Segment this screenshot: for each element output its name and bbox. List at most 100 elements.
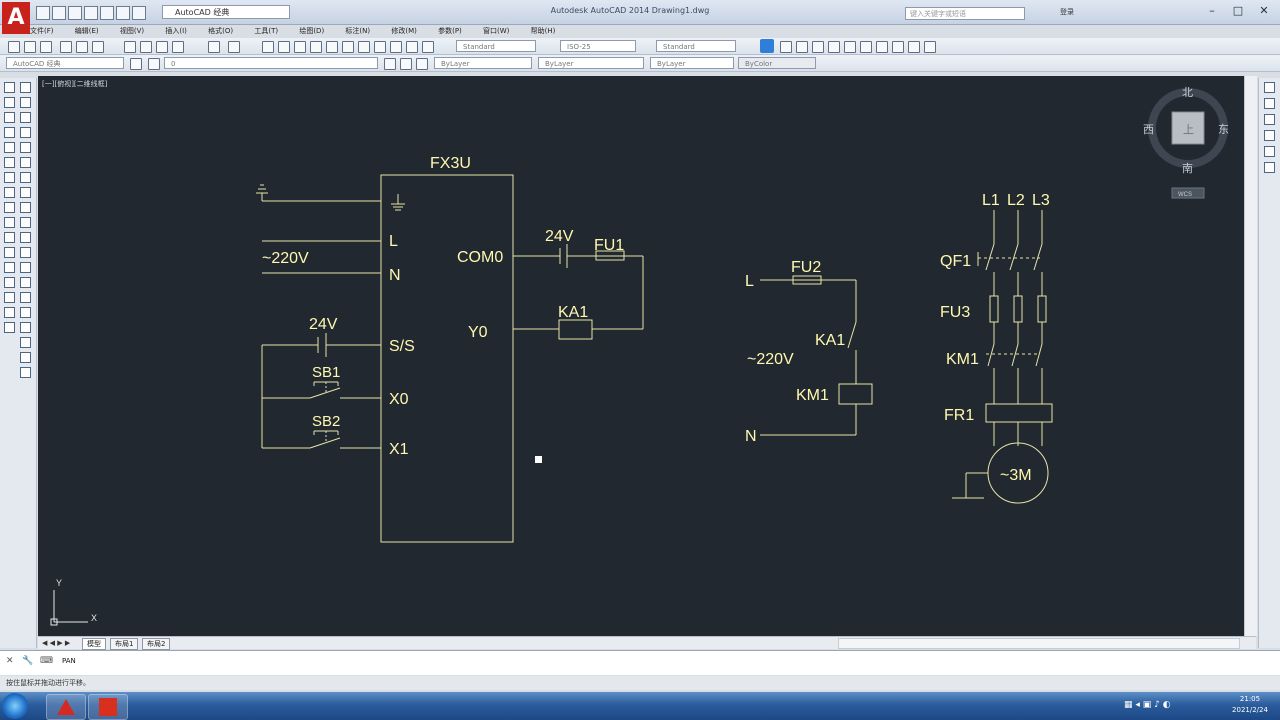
menu-edit[interactable]: 编辑(E) [74, 27, 99, 35]
plot-icon[interactable] [60, 41, 72, 53]
menu-modify[interactable]: 修改(M) [391, 27, 417, 35]
qopen-icon[interactable] [24, 41, 36, 53]
ka1-contact[interactable] [847, 321, 857, 349]
tab-model[interactable]: 模型 [82, 638, 106, 650]
km1-coil[interactable] [838, 383, 873, 405]
lineweight-combo[interactable]: ByLayer [650, 57, 734, 69]
viewport-label[interactable]: [一][俯视][二维线框] [42, 80, 108, 88]
ka1-coil[interactable] [558, 319, 593, 340]
blend-icon[interactable] [4, 307, 15, 318]
undo-icon[interactable] [116, 6, 130, 20]
workspace-combo[interactable]: AutoCAD 经典 [6, 57, 124, 69]
explode-icon[interactable] [4, 322, 15, 333]
redo-icon[interactable] [228, 41, 240, 53]
table-style-combo[interactable]: Standard [656, 40, 736, 52]
text-icon[interactable] [780, 41, 792, 53]
redo-icon[interactable] [132, 6, 146, 20]
construction-line-icon[interactable] [20, 97, 31, 108]
send-under-icon[interactable] [1264, 146, 1275, 157]
ellipse-arc-icon[interactable] [20, 232, 31, 243]
rotate-icon[interactable] [4, 172, 15, 183]
menu-insert[interactable]: 插入(I) [165, 27, 187, 35]
tray-icons[interactable]: ▦ ◂ ▣ ♪ ◐ [1124, 700, 1171, 710]
gear-icon[interactable] [924, 41, 936, 53]
publish-icon[interactable] [92, 41, 104, 53]
region-icon[interactable] [20, 322, 31, 333]
collect-leader-icon[interactable] [860, 41, 872, 53]
main-circuit[interactable] [952, 210, 1053, 504]
add-selected-icon[interactable] [20, 367, 31, 378]
move-icon[interactable] [4, 157, 15, 168]
erase-icon[interactable] [4, 82, 15, 93]
fillet-icon[interactable] [4, 292, 15, 303]
horizontal-scrollbar[interactable] [838, 638, 1240, 649]
spline-icon[interactable] [20, 202, 31, 213]
menu-dimension[interactable]: 标注(N) [345, 27, 371, 35]
vertical-scrollbar[interactable] [1244, 76, 1257, 636]
copy-icon[interactable] [140, 41, 152, 53]
start-button[interactable] [2, 693, 28, 719]
arc-icon[interactable] [20, 157, 31, 168]
layer-combo[interactable]: 0 [164, 57, 378, 69]
cut-icon[interactable] [124, 41, 136, 53]
qsave-icon[interactable] [40, 41, 52, 53]
gradient-icon[interactable] [20, 307, 31, 318]
viewcube-north[interactable]: 北 [1182, 86, 1193, 99]
tab-layout2[interactable]: 布局2 [142, 638, 171, 650]
align-leader-icon[interactable] [844, 41, 856, 53]
multileader-icon[interactable] [760, 39, 774, 53]
menu-window[interactable]: 窗口(W) [483, 27, 510, 35]
scale-icon[interactable] [4, 187, 15, 198]
make-current-icon[interactable] [384, 58, 396, 70]
zoom-previous-icon[interactable] [310, 41, 322, 53]
paste-icon[interactable] [156, 41, 168, 53]
menu-file[interactable]: 文件(F) [30, 27, 54, 35]
viewcube-east[interactable]: 东 [1218, 123, 1229, 136]
bring-front-icon[interactable] [1264, 98, 1275, 109]
sign-in-button[interactable]: 登录 [1060, 8, 1074, 16]
revcloud-icon[interactable] [20, 187, 31, 198]
drawing-canvas[interactable]: FX3U L N ~220V 24V S/S SB1 X0 SB2 X1 COM… [38, 76, 1244, 636]
table-icon[interactable] [20, 337, 31, 348]
maximize-button[interactable]: □ [1232, 4, 1244, 17]
pan-icon[interactable] [262, 41, 274, 53]
viewcube-west[interactable]: 西 [1143, 124, 1154, 136]
qnew-icon[interactable] [8, 41, 20, 53]
mtext-draw-icon[interactable] [20, 352, 31, 363]
menu-tools[interactable]: 工具(T) [254, 27, 279, 35]
chamfer-icon[interactable] [4, 277, 15, 288]
bring-above-icon[interactable] [1264, 130, 1275, 141]
viewcube-south[interactable]: 南 [1182, 162, 1193, 175]
leader-icon[interactable] [812, 41, 824, 53]
workspace-dropdown[interactable]: AutoCAD 经典 [162, 5, 290, 19]
help-icon[interactable] [422, 41, 434, 53]
menu-parametric[interactable]: 参数(P) [438, 27, 462, 35]
command-input[interactable]: PAN [62, 657, 76, 665]
properties-icon[interactable] [326, 41, 338, 53]
layer-state-icon[interactable] [416, 58, 428, 70]
preview-icon[interactable] [76, 41, 88, 53]
new-icon[interactable] [36, 6, 50, 20]
customize-command-icon[interactable]: 🔧 [22, 656, 34, 666]
layer-manager-icon[interactable] [148, 58, 160, 70]
text-style-combo[interactable]: Standard [456, 40, 536, 52]
settings-icon[interactable] [908, 41, 920, 53]
matchprop-icon[interactable] [172, 41, 184, 53]
linetype-combo[interactable]: ByLayer [538, 57, 644, 69]
undo-icon[interactable] [208, 41, 220, 53]
hatch-icon[interactable] [20, 292, 31, 303]
break-icon[interactable] [4, 247, 15, 258]
trim-icon[interactable] [4, 217, 15, 228]
viewcube[interactable] [1148, 88, 1228, 199]
save-as-icon[interactable] [84, 6, 98, 20]
sb2-contact[interactable] [309, 437, 341, 449]
zoom-realtime-icon[interactable] [278, 41, 290, 53]
quickcalc-icon[interactable] [406, 41, 418, 53]
workspace-settings-icon[interactable] [130, 58, 142, 70]
leader-style-icon[interactable] [876, 41, 888, 53]
plc-box[interactable] [380, 174, 514, 543]
menu-view[interactable]: 视图(V) [119, 27, 145, 35]
viewcube-face[interactable]: 上 [1183, 123, 1194, 136]
point-icon[interactable] [20, 277, 31, 288]
sheet-set-icon[interactable] [374, 41, 386, 53]
